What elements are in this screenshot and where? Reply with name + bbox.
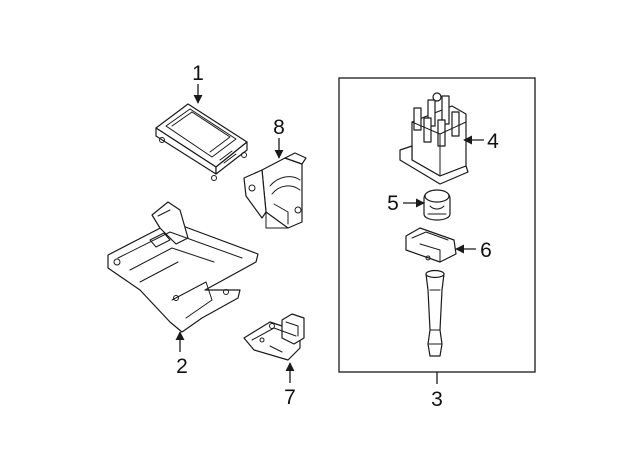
callout-3: 3 (431, 372, 443, 411)
callout-2: 2 (175, 331, 188, 378)
part-6-ignition-module (405, 227, 457, 263)
callout-label-5: 5 (387, 192, 399, 215)
callout-label-1: 1 (192, 62, 204, 85)
part-7-sensor (243, 313, 305, 361)
callout-label-6: 6 (480, 239, 492, 262)
part-8-sensor-bracket (243, 152, 307, 229)
part-4-distributor-cap (399, 92, 469, 185)
callout-label-7: 7 (284, 386, 296, 409)
callout-1: 1 (192, 62, 204, 104)
callout-label-2: 2 (176, 355, 188, 378)
part-1-control-module (155, 103, 248, 181)
part-3-distributor-shaft (425, 269, 445, 357)
callout-label-3: 3 (431, 388, 443, 411)
part-2-mounting-bracket (107, 201, 259, 333)
callout-4: 4 (463, 130, 499, 153)
part-5-rotor (423, 189, 451, 221)
callout-8: 8 (273, 116, 285, 159)
callout-5: 5 (387, 192, 425, 215)
callout-7: 7 (284, 362, 296, 409)
callout-label-8: 8 (273, 116, 285, 139)
callout-label-4: 4 (487, 130, 499, 153)
callout-6: 6 (455, 239, 492, 262)
